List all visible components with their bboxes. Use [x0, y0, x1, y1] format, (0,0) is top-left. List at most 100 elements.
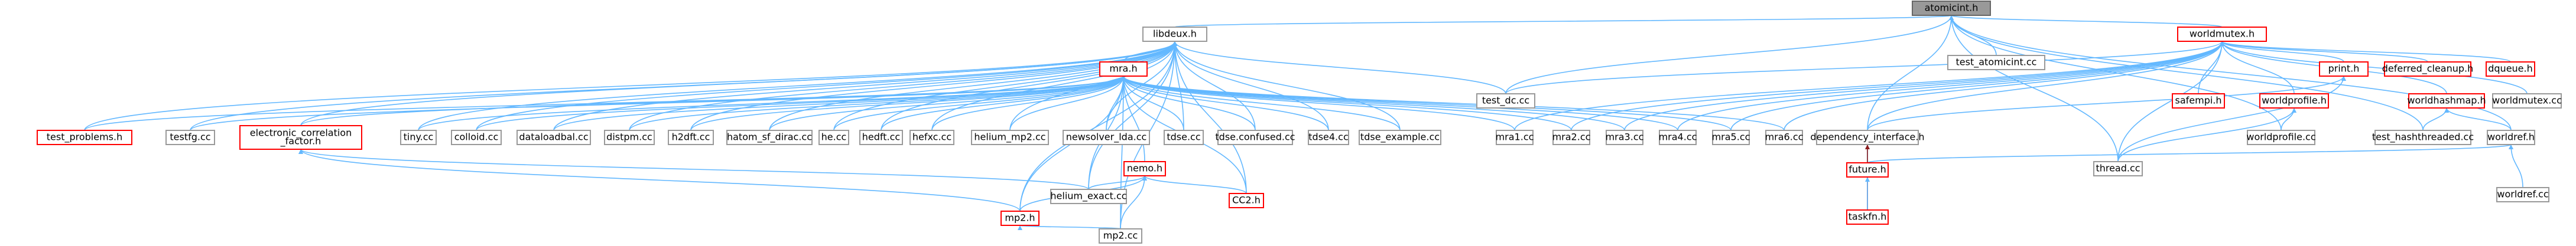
- node-print[interactable]: print.h: [2319, 61, 2369, 77]
- node-box[interactable]: [2487, 130, 2535, 145]
- node-box[interactable]: [2496, 187, 2549, 202]
- node-worldref[interactable]: worldref.h: [2487, 130, 2535, 145]
- node-box[interactable]: [1164, 130, 1204, 145]
- node-mra5[interactable]: mra5.cc: [1712, 130, 1750, 145]
- node-box[interactable]: [2319, 61, 2369, 77]
- node-colloid[interactable]: colloid.cc: [451, 130, 502, 145]
- node-taskfn[interactable]: taskfn.h: [1846, 209, 1889, 225]
- node-tdse-confused[interactable]: tdse.confused.cc: [1215, 130, 1295, 145]
- node-box[interactable]: [1912, 1, 1991, 16]
- node-box[interactable]: [1229, 193, 1264, 208]
- node-hatom[interactable]: hatom_sf_dirac.cc: [726, 130, 813, 145]
- node-hefxc[interactable]: hefxc.cc: [909, 130, 954, 145]
- node-box[interactable]: [1765, 130, 1803, 145]
- node-box[interactable]: [1816, 130, 1919, 145]
- node-helium-mp2[interactable]: helium_mp2.cc: [971, 130, 1049, 145]
- node-box[interactable]: [726, 130, 813, 145]
- node-tdse-example[interactable]: tdse_example.cc: [1359, 130, 1441, 145]
- node-box[interactable]: [239, 125, 362, 150]
- node-worldmutex-cc[interactable]: worldmutex.cc: [2492, 93, 2562, 109]
- node-dataloadbal[interactable]: dataloadbal.cc: [517, 130, 591, 145]
- node-test-dc[interactable]: test_dc.cc: [1476, 93, 1535, 109]
- node-box[interactable]: [1308, 130, 1349, 145]
- node-newsolver[interactable]: newsolver_lda.cc: [1063, 130, 1150, 145]
- node-box[interactable]: [2247, 130, 2315, 145]
- node-mra2[interactable]: mra2.cc: [1552, 130, 1591, 145]
- node-mra3[interactable]: mra3.cc: [1606, 130, 1644, 145]
- node-tdse[interactable]: tdse.cc: [1164, 130, 1204, 145]
- node-tdse4[interactable]: tdse4.cc: [1308, 130, 1349, 145]
- node-mra6[interactable]: mra6.cc: [1765, 130, 1804, 145]
- node-box[interactable]: [2384, 61, 2471, 77]
- node-atomicint[interactable]: atomicint.h: [1912, 1, 1991, 16]
- node-mra1[interactable]: mra1.cc: [1496, 130, 1534, 145]
- node-thread[interactable]: thread.cc: [2093, 161, 2143, 176]
- node-box[interactable]: [818, 130, 849, 145]
- node-box[interactable]: [451, 130, 502, 145]
- node-mp2h[interactable]: mp2.h: [1000, 211, 1040, 226]
- node-box[interactable]: [1142, 27, 1207, 42]
- node-dqueue[interactable]: dqueue.h: [2486, 61, 2535, 77]
- node-worldref-cc[interactable]: worldref.cc: [2496, 187, 2549, 202]
- node-mp2cc[interactable]: mp2.cc: [1099, 228, 1142, 244]
- node-box[interactable]: [1552, 130, 1590, 145]
- node-box[interactable]: [1659, 130, 1697, 145]
- node-mra[interactable]: mra.h: [1099, 61, 1148, 77]
- node-box[interactable]: [1063, 130, 1150, 145]
- node-box[interactable]: [859, 130, 903, 145]
- node-test-hashthreaded[interactable]: test_hashthreaded.cc: [2372, 130, 2474, 145]
- node-distpm[interactable]: distpm.cc: [604, 130, 655, 145]
- node-box[interactable]: [517, 130, 591, 145]
- node-test-problems[interactable]: test_problems.h: [37, 130, 132, 145]
- node-ecf[interactable]: electronic_correlation_factor.h: [239, 125, 362, 150]
- node-box[interactable]: [909, 130, 954, 145]
- node-box[interactable]: [37, 130, 132, 145]
- node-box[interactable]: [971, 130, 1049, 145]
- node-tiny[interactable]: tiny.cc: [400, 130, 437, 145]
- node-box[interactable]: [2177, 27, 2267, 42]
- node-box[interactable]: [1712, 130, 1750, 145]
- node-deferred-cleanup[interactable]: deferred_cleanup.h: [2382, 61, 2474, 77]
- node-box[interactable]: [2259, 93, 2329, 109]
- node-he[interactable]: he.cc: [818, 130, 849, 145]
- node-nemo[interactable]: nemo.h: [1123, 161, 1166, 176]
- node-box[interactable]: [2408, 93, 2485, 109]
- node-box[interactable]: [1496, 130, 1534, 145]
- node-box[interactable]: [1099, 228, 1142, 244]
- node-testfg[interactable]: testfg.cc: [165, 130, 215, 145]
- node-safempi[interactable]: safempi.h: [2172, 93, 2225, 109]
- node-box[interactable]: [1947, 55, 2045, 70]
- node-box[interactable]: [1846, 162, 1889, 178]
- node-test-atomicint[interactable]: test_atomicint.cc: [1947, 55, 2045, 70]
- node-future[interactable]: future.h: [1846, 162, 1889, 178]
- node-box[interactable]: [1476, 93, 1535, 109]
- node-box[interactable]: [165, 130, 215, 145]
- node-worldhashmap[interactable]: worldhashmap.h: [2407, 93, 2486, 109]
- node-box[interactable]: [2093, 161, 2143, 176]
- node-box[interactable]: [2374, 130, 2471, 145]
- node-box[interactable]: [1000, 211, 1040, 226]
- node-libdeux[interactable]: libdeux.h: [1142, 27, 1207, 42]
- node-worldmutex[interactable]: worldmutex.h: [2177, 27, 2267, 42]
- node-box[interactable]: [400, 130, 437, 145]
- node-mra4[interactable]: mra4.cc: [1659, 130, 1697, 145]
- node-box[interactable]: [1123, 161, 1166, 176]
- node-box[interactable]: [2492, 93, 2562, 109]
- node-hedft[interactable]: hedft.cc: [859, 130, 903, 145]
- node-worldprofile-cc[interactable]: worldprofile.cc: [2246, 130, 2316, 145]
- node-box[interactable]: [1606, 130, 1643, 145]
- node-cc2[interactable]: CC2.h: [1229, 193, 1264, 208]
- node-helium-exact[interactable]: helium_exact.cc: [1050, 189, 1127, 204]
- node-box[interactable]: [604, 130, 655, 145]
- node-worldprofile[interactable]: worldprofile.h: [2259, 93, 2329, 109]
- node-box[interactable]: [1359, 130, 1441, 145]
- node-h2dft[interactable]: h2dft.cc: [668, 130, 714, 145]
- node-dependency-interface[interactable]: dependency_interface.h: [1810, 130, 1925, 145]
- node-box[interactable]: [668, 130, 714, 145]
- node-box[interactable]: [1099, 61, 1148, 77]
- node-box[interactable]: [2486, 61, 2535, 77]
- node-box[interactable]: [1217, 130, 1293, 145]
- node-box[interactable]: [2172, 93, 2225, 109]
- node-box[interactable]: [1050, 189, 1127, 204]
- node-box[interactable]: [1846, 209, 1889, 225]
